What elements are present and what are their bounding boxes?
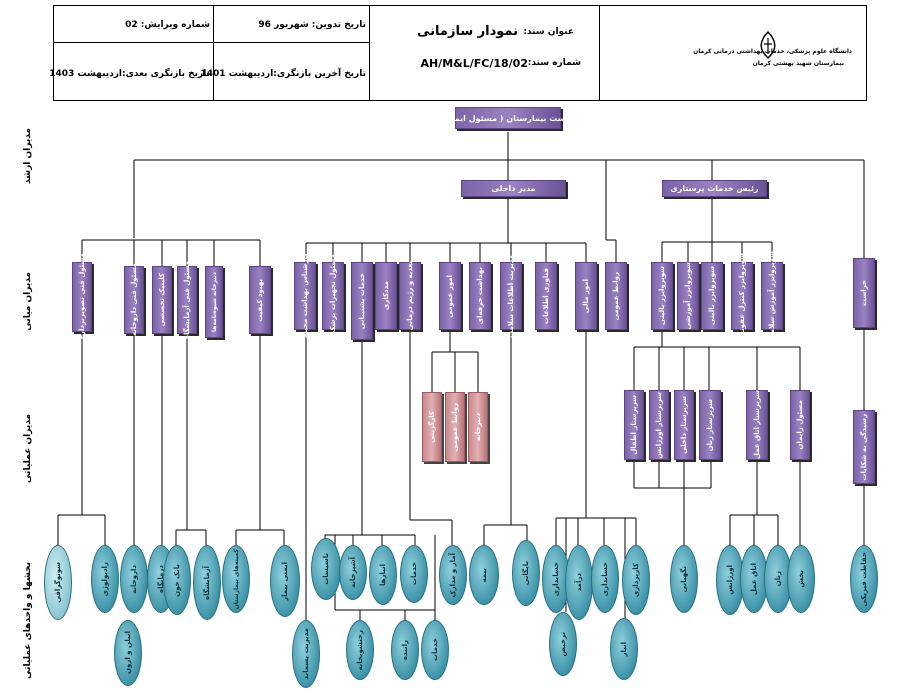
unit-income: درآمد [565,545,593,620]
middle-box-security: حراست [853,258,875,328]
middle-box-health-info: مدیریت اطلاعات سلامت [500,255,522,337]
middle-box-quality: بهبود کیفیت [249,266,271,334]
operational-box-operating-room: سرپرستار اتاق عمل [746,390,768,460]
middle-box-env-health: کارشناس بهداشت محیط [294,253,316,339]
unit-services: خدمات [400,545,428,603]
header-divider [54,42,370,43]
last-review-date: تاریخ آخرین بازنگری:اردیبهشت 1401 [200,69,366,79]
operational-box-pediatrics: سرپرستار اطفال [624,390,644,460]
unit-committees: کمیته‌های بیمارستان [222,545,250,613]
header-cell-title [370,6,600,100]
middle-box-nutrition: تغذیه و رژیم درمانی [399,261,421,331]
next-review-date: تاریخ بازنگری بعدی:اردیبهشت 1403 [49,69,210,79]
operational-box-complaints: رسیدگی به شکایات [853,410,875,484]
middle-box-lab: مسئول فنی آزمایشگاه [177,261,197,339]
unit-sonography: سونوگرافی [44,545,72,620]
middle-box-secretariat: دبیرخانه شیوه‌نامه‌ها [205,266,223,338]
unit-waste-management: مدیریت پسماند [292,620,320,688]
operational-box-pr: روابط عمومی [445,392,465,462]
middle-box-it: فناوری اطلاعات [535,262,557,330]
unit-kitchen: آشپزخانه [339,545,367,600]
doc-number: AH/M&L/FC/18/02 [420,57,528,70]
unit-blood-bank: بانک خون [163,545,191,615]
document-header: شماره ویرایش: 02 تاریخ بازنگری بعدی:اردی… [49,5,867,101]
doc-number-label: شماره سند: [527,58,581,68]
middle-box-finance: امور مالی [575,262,597,330]
operational-box-internal: سرپرستار داخلی [674,390,694,460]
middle-box-pharmacy: مسئول فنی داروخانه [124,263,144,337]
header-cell-revision [54,6,214,100]
operational-box-emergency: سرپرستار اورژانس [649,390,669,460]
middle-box-imaging: مسئول فنی تصویربرداری [72,253,92,341]
unit-services-2: خدمات [421,620,449,680]
unit-driver: راننده [391,620,419,680]
unit-records: آمار و مدارک [439,545,467,605]
middle-box-public-relations: روابط عمومی [605,262,627,330]
unit-procurement: کارپردازی [622,545,650,615]
emblem-icon [760,30,776,60]
header-cell-dates [214,6,370,100]
operational-box-secretariat: دبیرخانه [468,392,488,462]
doc-title: نمودار سازمانی [417,24,518,39]
revision-number: شماره ویرایش: 02 [125,20,210,30]
middle-box-health-education: سوپروایزر آموزش سلامت [761,251,783,341]
middle-box-clinical-supervisor: سوپروایزر بالینی [651,262,673,330]
nursing-head-box: رئیس خدمات پرستاری [662,180,767,197]
middle-box-support: خدمات پشتیبانی [351,262,373,340]
unit-warehouse: انبارها [369,545,397,605]
middle-box-clinic: کلینیک تخصصی [152,266,172,334]
middle-box-general-affairs: امور عمومی [439,262,461,330]
internal-manager-box: مدیر داخلی [461,180,566,197]
unit-physical-protection: حفاظت فیزیکی [850,545,878,613]
unit-discharge: ترخیص [549,612,577,676]
middle-box-medical-equipment: مسئول تجهیزات پزشکی [322,254,344,338]
middle-box-infection-control: سوپروایزر کنترل عفونت [731,253,753,339]
operational-box-delivery: مسئول زایمان [790,390,810,460]
compile-date: تاریخ تدوین: شهریور 96 [258,20,366,30]
middle-box-clinical-supervisor-2: سوپروایزر بالینی [701,262,723,330]
unit-pharmacy: داروخانه [120,545,148,613]
university-logo: دانشگاه علوم پزشکی، خدمات بهداشتی درمانی… [693,30,854,80]
unit-radiology: رادیولوژی [91,545,119,613]
logo-line-2: بیمارستان شهید بهشتی کرمان [752,60,844,67]
doc-title-label: عنوان سند: [523,27,574,37]
unit-laundry: رختشویخانه [346,620,374,680]
unit-store: انبار [610,618,638,680]
unit-laboratory: آزمایشگاه [193,545,221,620]
middle-box-social-work: مددکاری [375,262,397,330]
unit-patient-safety: ایمنی بیمار [270,545,300,617]
middle-box-occupational-health: بهداشت حرفه‌ای [469,262,491,330]
unit-insurance: بیمه [469,545,499,605]
operational-box-gynecology: سرپرستار زنان [699,390,721,460]
unit-ward: بخش [787,545,815,613]
middle-box-education-supervisor: سوپروایزر آموزشی [677,262,699,330]
logo-line-1: دانشگاه علوم پزشکی، خدمات بهداشتی درمانی… [693,48,852,55]
operational-box-hr: کارگزینی [422,392,442,462]
unit-ethylene-ozone: اتیلن و ازون [114,620,142,686]
unit-accounting-2: حسابداری [591,545,619,613]
unit-archive: بایگانی [512,540,540,606]
unit-facilities: تاسیسات [311,538,341,600]
unit-guard: نگهبانی [670,545,698,613]
hospital-head-box: ریاست بیمارستان ( مسئول ایمنی) [440,107,576,129]
